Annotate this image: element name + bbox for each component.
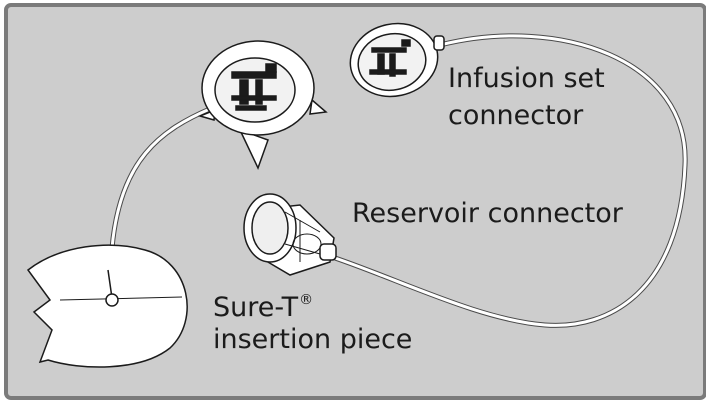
reservoir-connector [243,193,337,276]
tube-to-top-set [109,105,213,249]
label-infusion-set-line2: connector [448,100,584,131]
label-infusion-set-line1: Infusion set [448,63,605,94]
site-base-mechanism [231,63,277,111]
label-sure-t-line2: insertion piece [213,324,413,355]
label-sure-t-line1: Sure-T® [213,284,313,324]
sure-t-adhesive-patch [26,244,188,368]
infusion-set-connector [349,22,445,98]
label-sure-t-name: Sure-T [213,292,299,323]
tubing [109,33,688,328]
registered-mark: ® [299,292,314,308]
infusion-site-base [197,40,328,170]
label-reservoir-connector: Reservoir connector [352,198,623,229]
